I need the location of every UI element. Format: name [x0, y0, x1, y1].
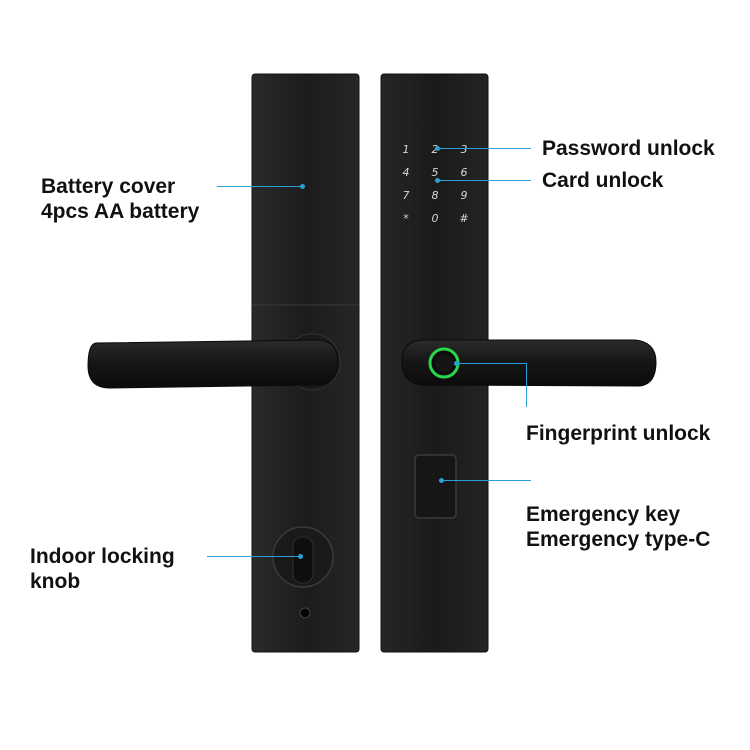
password-unlock-leader — [437, 148, 531, 149]
fingerprint-unlock-leader-v — [526, 363, 527, 407]
battery-cover-label: Battery cover — [41, 175, 176, 198]
indoor-lock-body — [87, 73, 360, 653]
emergency-typec-label: Emergency type-C — [526, 528, 711, 551]
leader-dot — [298, 554, 303, 559]
indoor-handle — [87, 339, 339, 389]
battery-cover-leader — [217, 186, 302, 187]
fingerprint-unlock-label: Fingerprint unlock — [526, 422, 711, 445]
card-unlock-label: Card unlock — [542, 169, 664, 192]
emergency-key-leader — [441, 480, 531, 481]
emergency-key-cover — [414, 454, 457, 519]
fingerprint-unlock-leader-h — [456, 363, 526, 364]
keypad-key: 6 — [461, 166, 468, 179]
keypad-key: 3 — [461, 143, 468, 156]
emergency-key-label: Emergency key — [526, 503, 681, 526]
indoor-knob-label-line1: Indoor locking — [30, 545, 175, 568]
keypad-key: 8 — [432, 189, 439, 202]
indoor-knob-label-line2: knob — [30, 570, 81, 593]
password-unlock-label: Password unlock — [542, 137, 715, 160]
keypad-key: 1 — [403, 143, 410, 156]
keypad-key: # — [459, 212, 468, 225]
indoor-knob-leader — [207, 556, 300, 557]
leader-dot — [454, 361, 459, 366]
keypad-key: 0 — [432, 212, 439, 225]
keypad: 1 2 3 4 5 6 7 8 9 * 0 # — [403, 143, 469, 225]
leader-dot — [435, 146, 440, 151]
keypad-key: 9 — [461, 189, 468, 202]
outdoor-handle — [401, 339, 657, 387]
indoor-screw-hole — [299, 607, 311, 619]
leader-dot — [435, 178, 440, 183]
leader-dot — [300, 184, 305, 189]
keypad-key: * — [403, 212, 409, 225]
outdoor-lock-body: 1 2 3 4 5 6 7 8 9 * 0 # — [380, 73, 657, 653]
card-unlock-leader — [437, 180, 531, 181]
keypad-key: 7 — [403, 189, 410, 202]
leader-dot — [439, 478, 444, 483]
keypad-key: 4 — [403, 166, 410, 179]
keypad-key: 5 — [432, 166, 439, 179]
battery-type-label: 4pcs AA battery — [41, 200, 200, 223]
